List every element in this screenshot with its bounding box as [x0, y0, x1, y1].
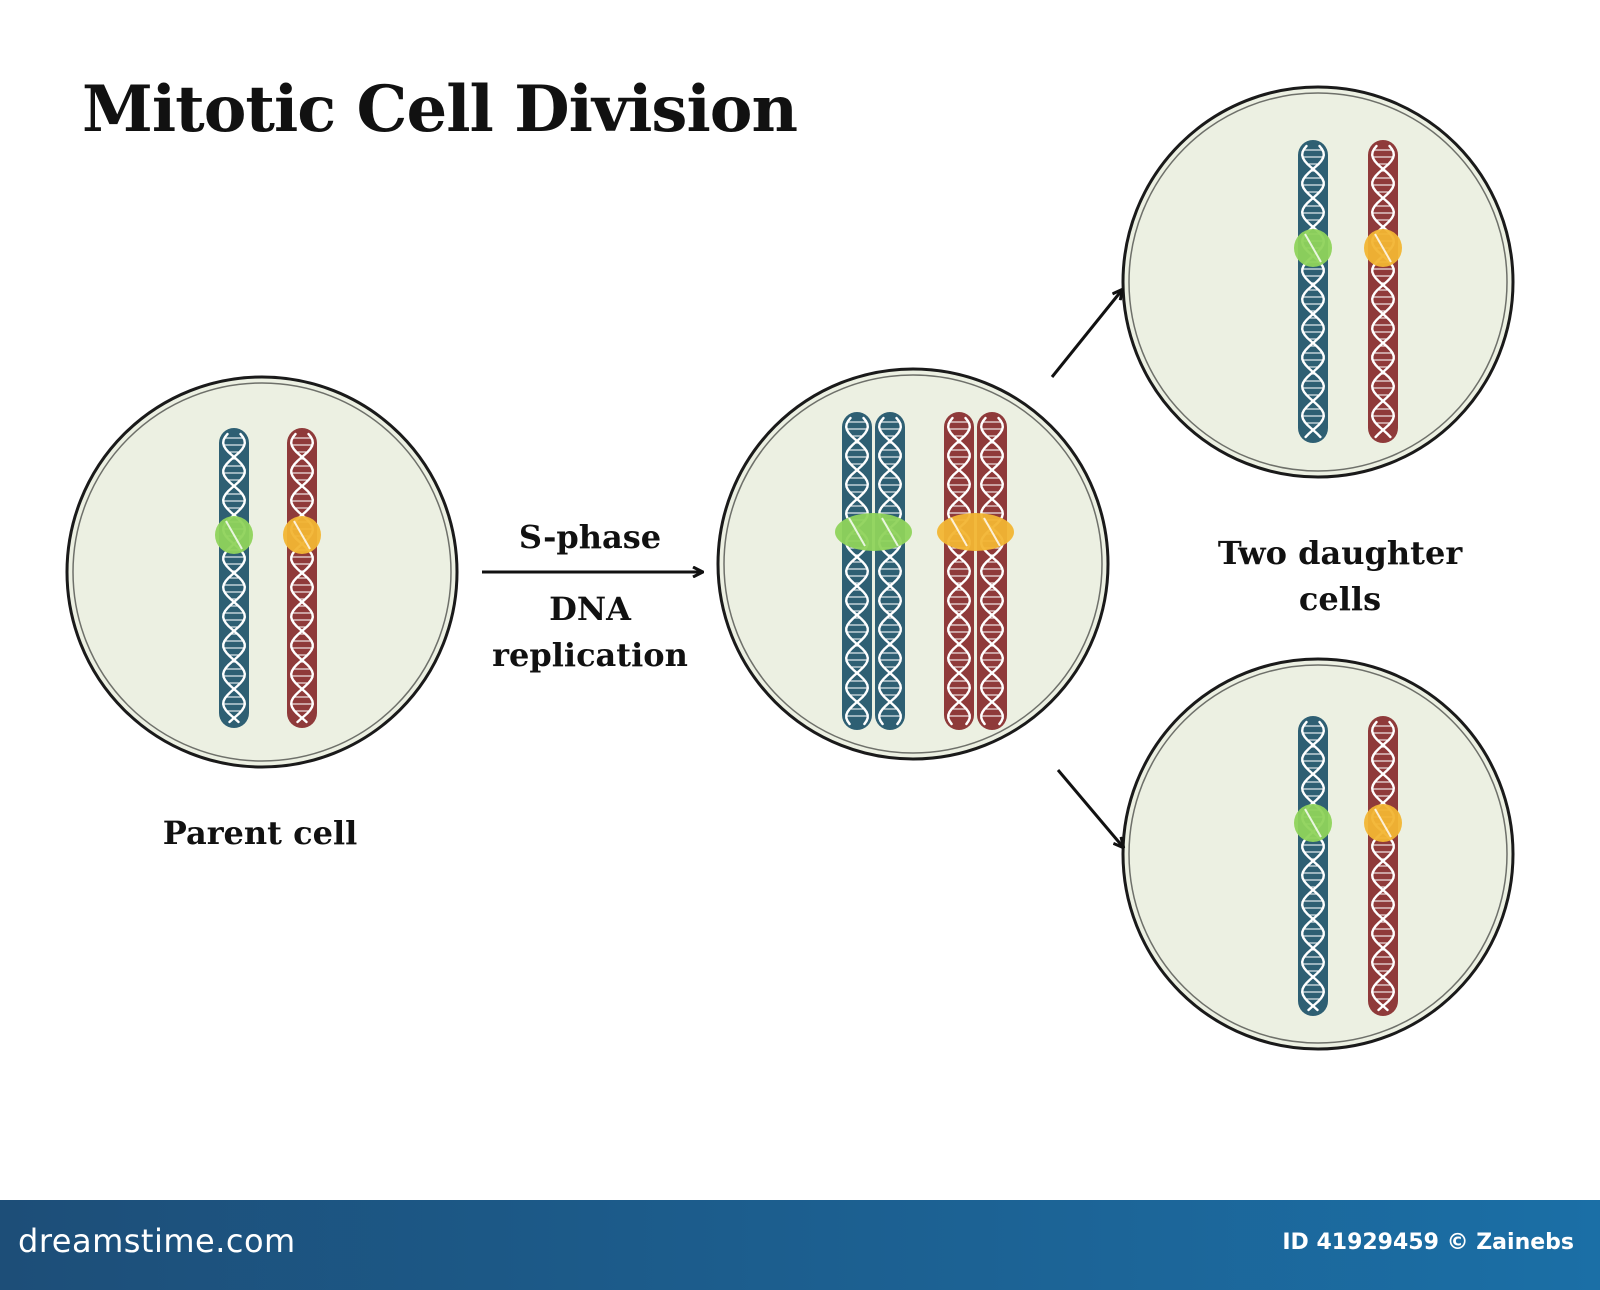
- diagram-title: Mitotic Cell Division: [82, 72, 798, 147]
- footer-bar: dreamstime.com ID 41929459 © Zainebs: [0, 1200, 1600, 1290]
- daughter-cells-line-1: Two daughter: [1217, 534, 1463, 572]
- replicated-cell-chromosome-2-chromatid-1: [944, 412, 974, 730]
- replicated-cell-chromosome-1-chromatid-2: [875, 412, 905, 730]
- daughter-cell-bottom: [1121, 657, 1515, 1051]
- replicated-cell-chromosome-2-chromatid-2: [977, 412, 1007, 730]
- replicated-cell: [716, 367, 1110, 761]
- s-phase-label: S-phase: [518, 518, 662, 556]
- parent-cell-label: Parent cell: [162, 814, 358, 852]
- daughter-cells-label: Two daughter cells: [1180, 530, 1500, 622]
- dna-replication-line-1: DNA: [549, 590, 631, 628]
- daughter-cell-top-chromosome-2-chromatid-1: [1368, 140, 1398, 443]
- parent-cell-chromosome-2-chromatid-1: [287, 428, 317, 728]
- arrow-to-bottom-daughter: [1056, 769, 1123, 847]
- parent-cell-membrane: [65, 375, 459, 769]
- daughter-cell-bottom-chromosome-2-chromatid-1: [1368, 716, 1398, 1016]
- dna-replication-line-2: replication: [492, 636, 688, 674]
- replicated-cell-membrane: [716, 367, 1110, 761]
- brand-logo[interactable]: dreamstime.com: [18, 1222, 296, 1260]
- replicated-cell-chromosome-1-chromatid-1: [842, 412, 872, 730]
- daughter-cell-top-chromosome-1-chromatid-1: [1298, 140, 1328, 443]
- parent-cell-chromosome-1-chromatid-1: [219, 428, 249, 728]
- daughter-cells-line-2: cells: [1298, 580, 1382, 618]
- replicated-cell-centromere-2: [937, 513, 1014, 551]
- replicated-cell-centromere-1: [835, 513, 912, 551]
- daughter-cell-top: [1121, 85, 1515, 479]
- dna-replication-label: DNA replication: [470, 586, 710, 678]
- daughter-cell-bottom-chromosome-1-chromatid-1: [1298, 716, 1328, 1016]
- image-credit: ID 41929459 © Zainebs: [1282, 1230, 1574, 1255]
- parent-cell: [65, 375, 459, 769]
- arrow-to-top-daughter: [1050, 290, 1122, 378]
- diagram-svg: [65, 85, 1515, 1051]
